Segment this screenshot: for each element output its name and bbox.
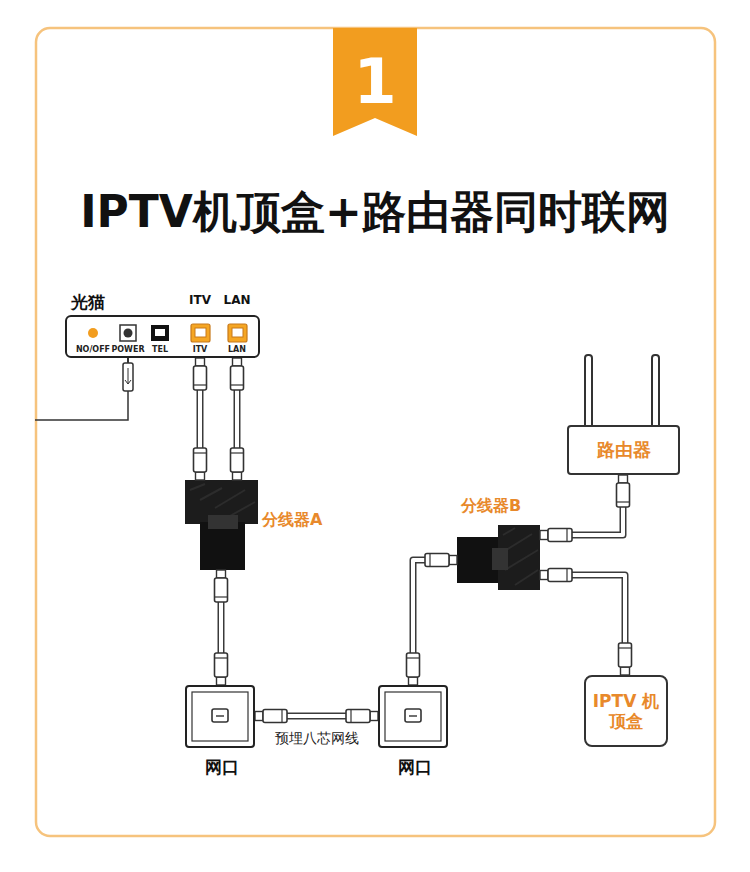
port-label: ITV [178,345,222,355]
router-antenna [652,355,659,428]
power-plug-mark [125,368,131,384]
router-box: 路由器 [567,425,680,475]
frame [36,28,715,836]
cable-label: 预埋八芯网线 [273,730,361,747]
node-label: 网口 [370,757,460,777]
cable-plug [231,358,244,390]
socket-hole [409,715,417,716]
port-label: LAN [215,345,259,355]
socket-plate [192,692,248,741]
router-antenna [585,355,592,428]
itv-port-slot [195,328,206,337]
node-label: 1 [353,45,396,119]
port-label: NO/OFF [71,345,115,355]
socket-hole [212,709,228,722]
itv-port [191,324,210,342]
cable-plug [346,710,378,723]
lan-port [228,324,247,342]
splitter-body [208,515,238,529]
splitter: 分线器B [457,525,540,590]
cable-plug [617,475,630,507]
splitter-body [200,522,245,570]
port-label: POWER [106,345,150,355]
node-label: IPTV 机顶盒 [592,691,660,732]
cable-plug [619,643,632,675]
optical-modem: 光猫NO/OFFPOWERTELITVLAN [65,315,260,358]
socket-hole [405,709,421,722]
step-ribbon: 1 [333,28,417,136]
network-cable [215,570,228,685]
node-label: 光猫 [71,292,105,312]
wall-socket: 网口 [185,685,255,748]
splitter: 分线器A [185,480,258,570]
node-label: 分线器B [461,496,521,515]
cable-plug [215,570,228,602]
splitter-texture [190,484,255,516]
cable-plug [231,448,244,480]
cable-plug [255,710,287,723]
tel-port-slot [155,329,165,336]
port-name: ITV [189,293,211,307]
iptv-set-top-box: IPTV 机顶盒 [584,675,668,747]
network-cable [540,569,632,676]
lan-port-slot [232,328,243,337]
cable-plug [407,653,420,685]
network-cable [231,358,244,480]
network-cable [255,710,378,723]
network-cable [407,554,458,686]
splitter-body [492,548,508,570]
cable-plug [194,358,207,390]
cable-plug [540,569,572,582]
cable-plug [194,448,207,480]
wall-socket: 网口 [378,685,448,748]
node-label: 分线器A [262,510,322,529]
power-port-pin [124,329,133,338]
power-plug [123,363,133,391]
network-cable [540,475,630,542]
network-cable [194,358,207,480]
port-name: LAN [224,293,251,307]
cable-plug [215,653,228,685]
cable-plug [425,554,457,567]
node-label: 路由器 [597,439,651,461]
tel-port [151,325,169,341]
power-led [88,328,98,338]
cable-plug [540,529,572,542]
node-label: 网口 [177,757,267,777]
port-label: TEL [138,345,182,355]
splitter-texture [503,528,538,585]
diagram-title: IPTV机顶盒+路由器同时联网 [0,188,750,236]
socket-plate [385,692,441,741]
power-port [120,325,136,341]
power-cord [35,391,128,420]
socket-hole [216,715,224,716]
